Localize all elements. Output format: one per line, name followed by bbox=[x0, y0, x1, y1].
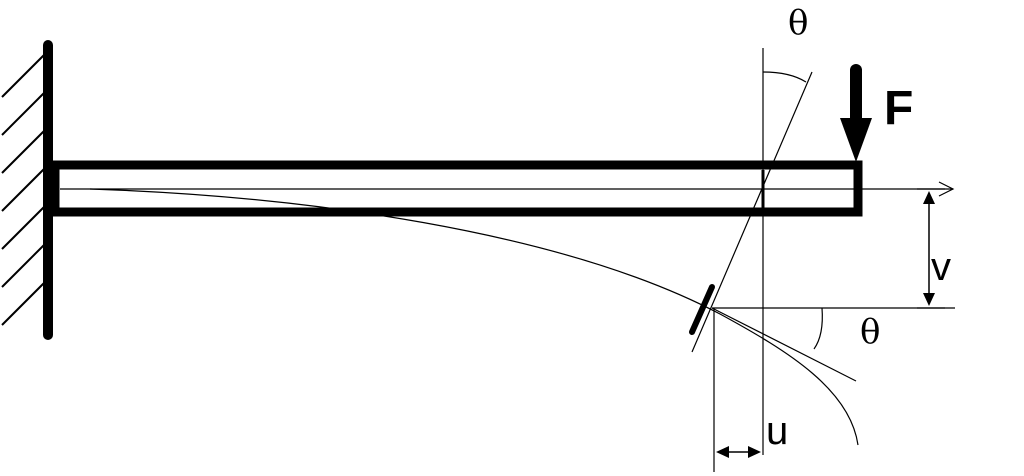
u-arrow-left bbox=[716, 446, 729, 458]
deflection-curve bbox=[89, 188, 859, 446]
force-arrowhead bbox=[840, 118, 872, 162]
label-u: u bbox=[766, 409, 788, 453]
rotated-cross-section bbox=[689, 284, 715, 335]
tangent-line bbox=[711, 307, 857, 382]
wall-hatching bbox=[1, 54, 45, 326]
rotated-section-line bbox=[691, 71, 813, 353]
fixed-support bbox=[1, 40, 53, 340]
label-force: F bbox=[884, 82, 913, 135]
label-v: v bbox=[931, 245, 951, 289]
v-arrow-bottom bbox=[923, 293, 935, 306]
force-arrow bbox=[840, 64, 872, 162]
axis-arrowhead bbox=[938, 181, 955, 197]
label-theta-top: θ bbox=[788, 3, 808, 43]
u-dimension bbox=[713, 308, 761, 472]
theta-right-arc bbox=[813, 307, 823, 350]
u-arrow-right bbox=[748, 446, 761, 458]
neutral-axis bbox=[60, 181, 955, 197]
v-arrow-top bbox=[923, 191, 935, 204]
label-theta-right: θ bbox=[860, 312, 880, 352]
theta-top-arc bbox=[762, 71, 807, 83]
v-dimension bbox=[917, 188, 945, 309]
